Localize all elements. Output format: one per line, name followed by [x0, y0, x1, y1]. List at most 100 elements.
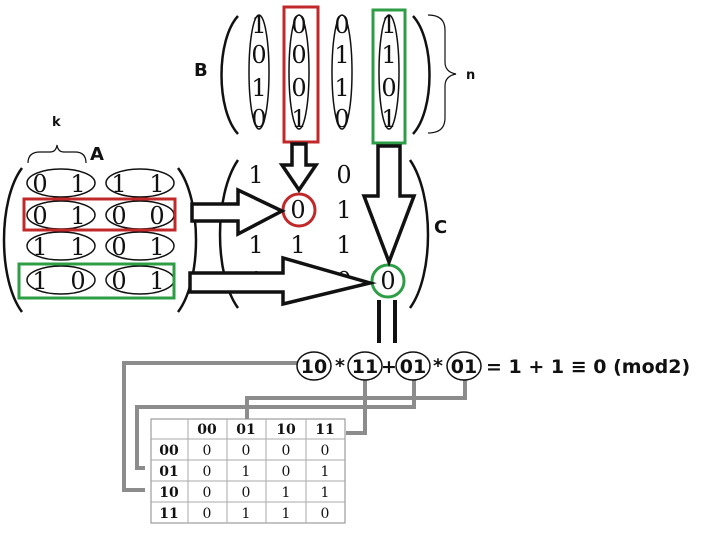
matrix-a-entry: 1 — [70, 170, 85, 198]
matrix-c-entry: 1 — [336, 196, 351, 224]
table-cell: 0 — [282, 443, 291, 459]
table-cell: 0 — [203, 443, 212, 459]
down-arrow-green-column — [361, 144, 417, 267]
table-cell: 1 — [242, 506, 251, 522]
matrix-a-pair-oval — [105, 168, 175, 198]
equation-term-oval — [347, 351, 383, 381]
matrix-a-pair-oval — [105, 231, 175, 261]
equation-result: = 1 + 1 ≡ 0 (mod2) — [486, 356, 690, 378]
matrix-c-entry: 1 — [336, 231, 351, 259]
matrix-b-entry: 1 — [381, 105, 396, 133]
down-arrow-red-column — [278, 142, 320, 194]
table-cell: 0 — [242, 485, 251, 501]
matrix-a-entry: 0 — [111, 267, 126, 295]
arrows — [188, 142, 417, 343]
table-cell: 0 — [242, 443, 251, 459]
matrix-a-entry: 0 — [32, 170, 47, 198]
table-cell: 0 — [321, 443, 330, 459]
matrix-b-entry: 0 — [291, 11, 306, 39]
matrix-b-entry: 0 — [251, 41, 266, 69]
equation-term-4: 01 — [451, 356, 477, 378]
equation-operator: * — [433, 355, 443, 377]
matrix-b-col-oval — [248, 14, 270, 130]
matrix-b-entry: 0 — [291, 74, 306, 102]
matrix-b-entry: 0 — [251, 105, 266, 133]
table-cell: 1 — [282, 506, 291, 522]
connector-term1 — [122, 361, 298, 492]
matrix-b-left-bracket — [220, 15, 239, 135]
matrix-b-entry: 1 — [381, 11, 396, 39]
label-a: A — [90, 144, 104, 165]
table-row-header: 11 — [159, 506, 178, 522]
matrix-a-green-row-highlight — [17, 262, 176, 300]
matrix-a: 0 1 1 1 0 1 0 0 1 1 0 1 1 0 0 1 k A — [2, 115, 198, 313]
matrix-b-entry: 1 — [381, 41, 396, 69]
matrix-a-pair-oval — [26, 265, 96, 295]
matrix-a-entry: 1 — [149, 170, 164, 198]
matrix-b-right-bracket — [412, 15, 431, 135]
matrix-b-entry: 1 — [334, 74, 349, 102]
matrix-b-col-oval — [331, 14, 353, 130]
equation-term-oval — [395, 351, 431, 381]
matrix-c-entry: 0 — [336, 161, 351, 189]
matrix-a-entry: 1 — [70, 202, 85, 230]
matrix-c-entry: 1 — [248, 161, 263, 189]
matrix-b-green-column-highlight — [371, 8, 407, 145]
matrix-a-entry: 1 — [149, 233, 164, 261]
table-cell: 0 — [321, 506, 330, 522]
equation-term-oval — [296, 351, 332, 381]
matrix-b-entry: 1 — [334, 41, 349, 69]
label-b: B — [194, 60, 208, 81]
equation-term-2: 11 — [352, 356, 378, 378]
equation-operator: + — [381, 356, 397, 378]
matrix-a-entry: 1 — [111, 170, 126, 198]
matrix-a-entry: 0 — [111, 202, 126, 230]
matrix-a-pair-oval — [26, 231, 96, 261]
n-curly-brace — [427, 14, 457, 134]
matrix-c-green-circle-highlight — [370, 263, 406, 299]
table-column-header: 10 — [276, 422, 296, 438]
matrix-b-entry: 1 — [251, 11, 266, 39]
right-arrow-red-row — [190, 187, 286, 237]
equation-term-3: 01 — [400, 356, 426, 378]
matrix-c-entry: 1 — [290, 231, 305, 259]
matrix-a-entry: 1 — [149, 267, 164, 295]
matrix-b-entry: 0 — [334, 105, 349, 133]
matrix-a-entry: 1 — [70, 233, 85, 261]
matrix-c-entry: 0 — [380, 267, 395, 295]
label-c: C — [434, 217, 447, 238]
matrix-a-entry: 0 — [111, 233, 126, 261]
matrix-a-entry: 1 — [32, 233, 47, 261]
label-n: n — [466, 68, 475, 83]
k-curly-brace — [27, 144, 87, 164]
matrix-a-entry: 0 — [149, 202, 164, 230]
gray-connectors — [122, 361, 467, 492]
right-arrow-green-row — [188, 255, 377, 307]
table-cell: 0 — [203, 485, 212, 501]
matrix-b-col-oval — [378, 14, 400, 130]
matrix-a-entry: 0 — [70, 267, 85, 295]
matrix-a-left-bracket — [2, 167, 24, 313]
table-cell: 1 — [321, 485, 330, 501]
table-cell: 1 — [282, 485, 291, 501]
table-row-header: 01 — [159, 464, 178, 480]
table-cell: 0 — [203, 464, 212, 480]
matrix-c-entry: 0 — [290, 196, 305, 224]
matrix-a-entry: 1 — [32, 267, 47, 295]
table-column-header: 01 — [236, 422, 255, 438]
matrix-b-entry: 1 — [251, 74, 266, 102]
connector-term4 — [245, 378, 467, 420]
table-border — [150, 418, 346, 524]
label-k: k — [52, 115, 61, 130]
table-cell: 1 — [321, 464, 330, 480]
matrix-a-right-bracket — [176, 167, 198, 313]
matrix-b-col-oval — [288, 14, 310, 130]
table-cell: 1 — [242, 464, 251, 480]
table-cell: 0 — [282, 464, 291, 480]
matrix-c-right-bracket — [408, 159, 430, 309]
matrix-b-red-column-highlight — [282, 5, 320, 144]
matrix-a-pair-oval — [26, 168, 96, 198]
matrix-b-entry: 0 — [334, 11, 349, 39]
